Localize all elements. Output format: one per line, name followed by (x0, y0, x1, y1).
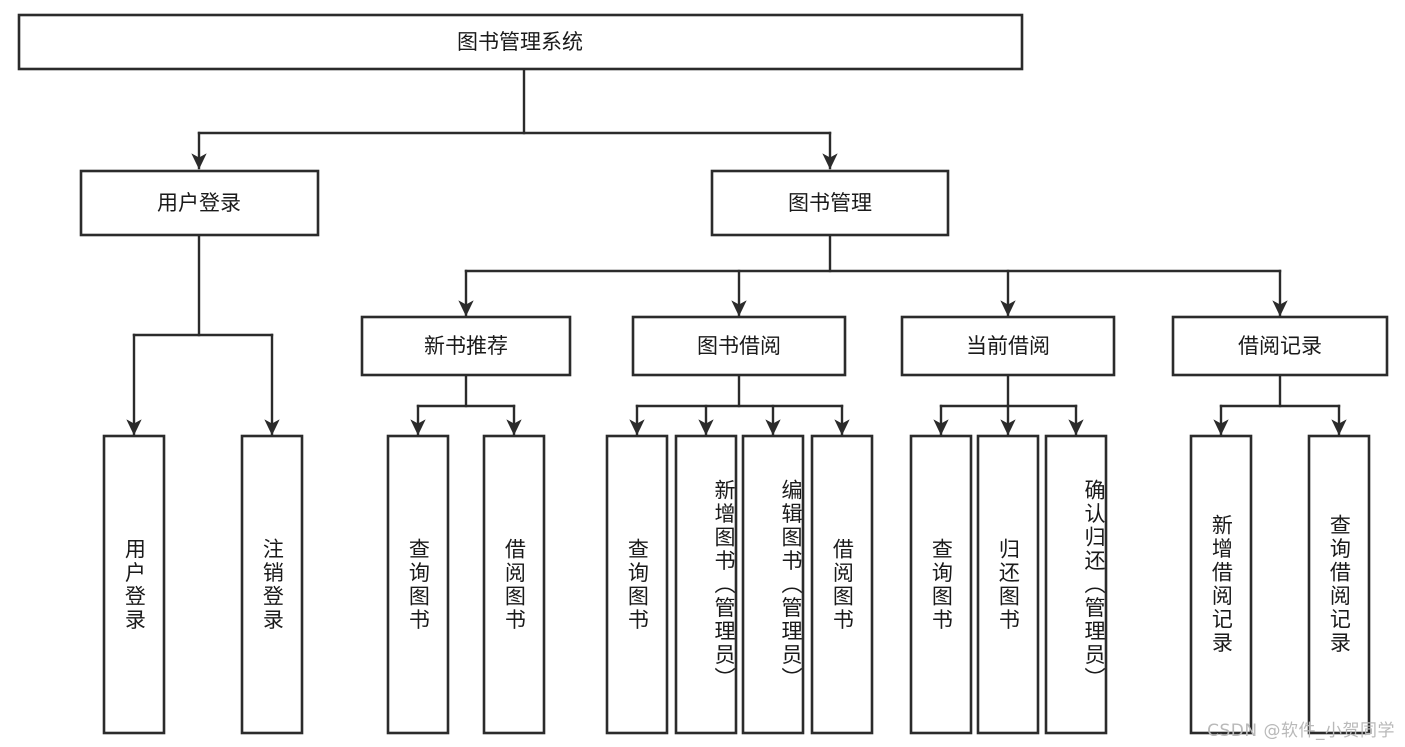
node-root[interactable]: 图书管理系统 (17, 13, 1024, 71)
leaf-box-borrow-book-2[interactable] (810, 434, 874, 735)
connector-new-book-rec-to-leaves (410, 373, 522, 436)
leaf-box-user-login[interactable] (102, 434, 166, 735)
leaf-box-edit-book[interactable] (741, 434, 805, 735)
leaf-box-add-record[interactable] (1189, 434, 1253, 735)
csdn-watermark: CSDN @软件_小贺同学 (1207, 721, 1395, 741)
node-new-book-rec[interactable]: 新书推荐 (360, 315, 572, 377)
leaf-box-query-book-1[interactable] (386, 434, 450, 735)
leaf-box-add-book[interactable] (674, 434, 738, 735)
node-book-manage[interactable]: 图书管理 (710, 169, 950, 237)
connector-book-borrow-to-leaves (629, 373, 850, 436)
node-current-borrow[interactable]: 当前借阅 (900, 315, 1116, 377)
leaf-box-query-book-2[interactable] (605, 434, 669, 735)
leaf-box-return-book[interactable] (976, 434, 1040, 735)
leaf-box-borrow-book-1[interactable] (482, 434, 546, 735)
node-borrow-record-label: 借阅记录 (1238, 334, 1322, 358)
node-book-borrow-label: 图书借阅 (697, 334, 781, 358)
leaf-box-query-record[interactable] (1307, 434, 1371, 735)
node-user-login-label: 用户登录 (157, 191, 241, 215)
connector-book-manage-to-level2 (458, 233, 1288, 317)
node-book-borrow[interactable]: 图书借阅 (631, 315, 847, 377)
node-current-borrow-label: 当前借阅 (966, 334, 1050, 358)
node-new-book-rec-label: 新书推荐 (424, 334, 508, 358)
leaf-box-confirm-return[interactable] (1044, 434, 1108, 735)
connector-borrow-record-to-leaves (1213, 373, 1347, 436)
connector-current-borrow-to-leaves (933, 373, 1084, 436)
node-borrow-record[interactable]: 借阅记录 (1171, 315, 1389, 377)
leaf-box-query-book-3[interactable] (909, 434, 973, 735)
connector-root-to-level1 (191, 67, 838, 170)
node-user-login[interactable]: 用户登录 (79, 169, 320, 237)
connector-user-login-to-leaves (126, 233, 280, 436)
node-root-label: 图书管理系统 (457, 30, 583, 54)
node-book-manage-label: 图书管理 (788, 191, 872, 215)
leaf-box-logout[interactable] (240, 434, 304, 735)
